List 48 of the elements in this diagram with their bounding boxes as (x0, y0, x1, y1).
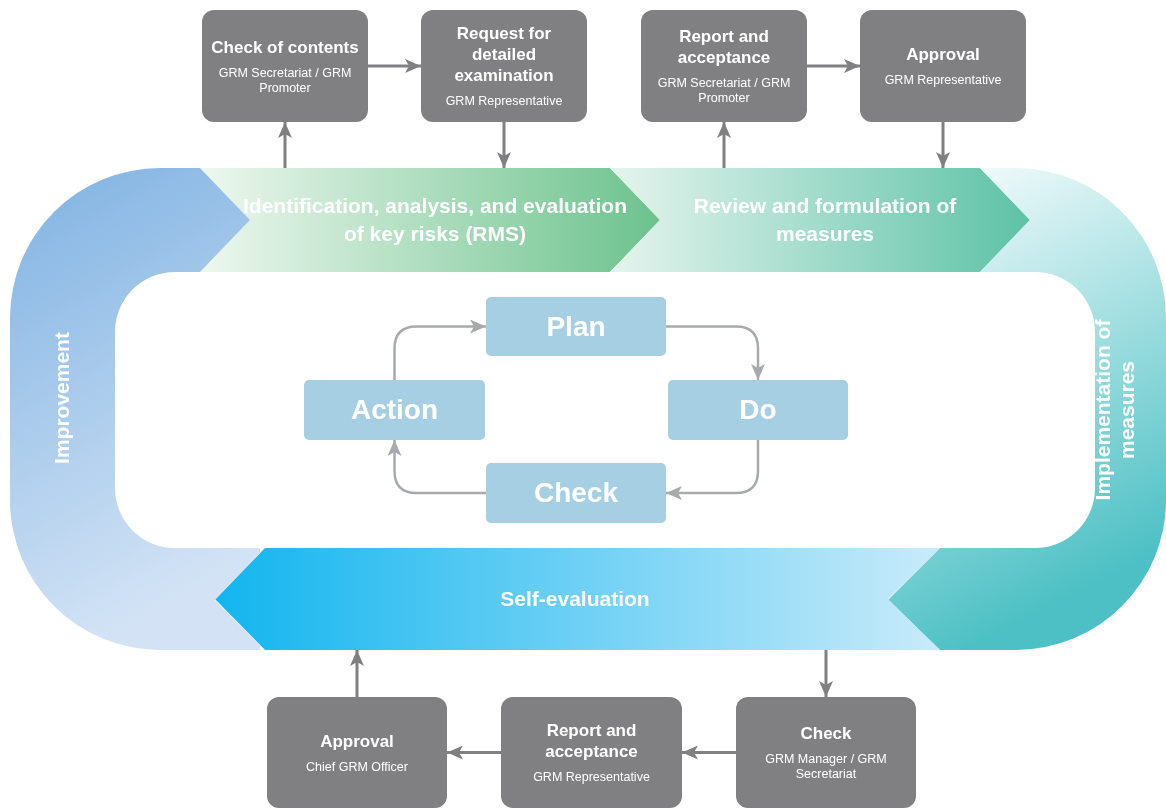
box-subtitle: GRM Representative (884, 73, 1002, 88)
arrow (807, 59, 860, 73)
arrow (368, 59, 421, 73)
pdca-box (668, 380, 848, 440)
arrow (717, 122, 731, 168)
pdca-box (304, 380, 485, 440)
box-subtitle: GRM Representative (445, 94, 563, 109)
arrow (497, 122, 511, 168)
box-subtitle: GRM Manager / GRM Secretariat (764, 752, 888, 782)
band-label: Review and formulation of measures (692, 193, 958, 247)
box-title: Approval (320, 730, 394, 752)
box-subtitle: GRM Representative (533, 770, 650, 785)
pdca-label: Plan (546, 309, 606, 344)
box-subtitle: GRM Secretariat / GRM Promoter (217, 65, 353, 96)
arrow (447, 745, 501, 760)
arrow (936, 122, 950, 168)
arrow (350, 650, 364, 697)
arrow (682, 745, 736, 760)
process-box (421, 10, 587, 122)
box-title: Check of contents (211, 36, 359, 58)
process-box (501, 697, 682, 808)
arrow (666, 440, 760, 500)
pdca-label: Action (350, 393, 439, 427)
box-title: Request for detailed examination (453, 23, 555, 86)
box-title: Check (800, 723, 852, 744)
arrow (393, 319, 486, 380)
band-label: Self-evaluation (500, 586, 650, 612)
process-box (267, 697, 447, 808)
process-box (641, 10, 807, 122)
process-box (860, 10, 1026, 122)
box-title: Approval (906, 44, 980, 65)
process-box (736, 697, 916, 808)
pdca-label: Do (739, 393, 777, 427)
box-title: Report and acceptance (676, 26, 772, 68)
band-label: Identification, analysis, and evaluation of key risks (RMS) (242, 193, 628, 247)
box-subtitle: Chief GRM Officer (306, 759, 408, 775)
pdca-box (486, 463, 666, 523)
box-title: Report and acceptance (544, 720, 639, 762)
box-subtitle: GRM Secretariat / GRM Promoter (656, 76, 792, 106)
pdca-box (486, 297, 666, 356)
arrow (666, 325, 765, 380)
band-label: Implementation of measures (1091, 318, 1139, 503)
band-label: Improvement (50, 331, 74, 466)
process-box (202, 10, 368, 122)
arrow (278, 122, 292, 168)
arrow (387, 440, 486, 495)
pdca-label: Check (533, 476, 618, 510)
arrow (819, 650, 833, 697)
